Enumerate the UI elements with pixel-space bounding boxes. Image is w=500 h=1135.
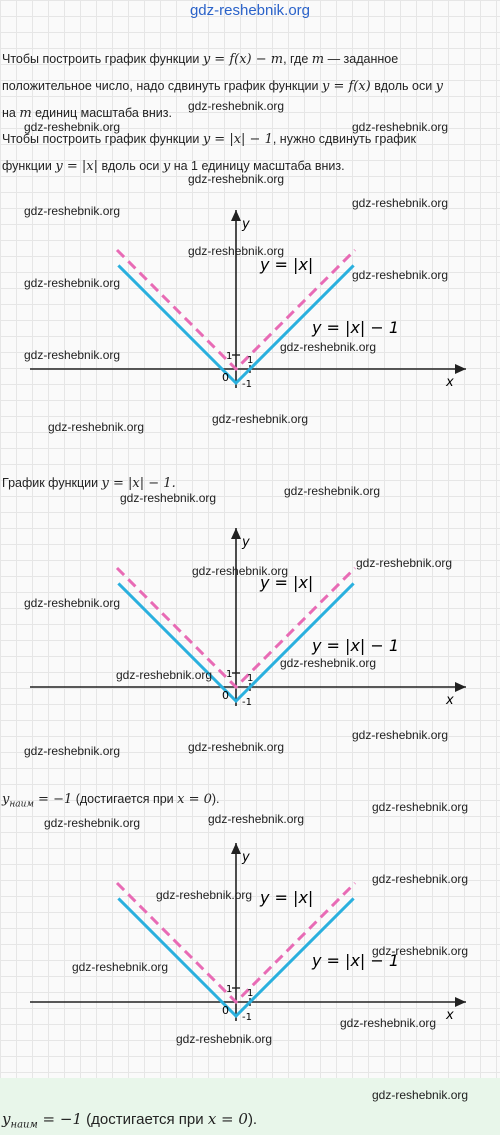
- watermark: gdz-reshebnik.org: [280, 340, 377, 354]
- y-axis-label: y: [241, 535, 250, 550]
- neg-tick-label: -1: [242, 1012, 252, 1023]
- origin-label: 0: [222, 689, 229, 702]
- watermark: gdz-reshebnik.org: [208, 812, 305, 826]
- graph-caption: График функции y = |x| − 1.: [2, 476, 176, 491]
- watermark: gdz-reshebnik.org: [188, 244, 285, 258]
- watermark: gdz-reshebnik.org: [372, 872, 469, 886]
- watermark: gdz-reshebnik.org: [188, 740, 285, 754]
- watermark: gdz-reshebnik.org: [212, 412, 309, 426]
- label-abs: y = |x|: [259, 888, 313, 907]
- watermark: gdz-reshebnik.org: [352, 728, 449, 742]
- watermark: gdz-reshebnik.org: [120, 491, 217, 505]
- watermark: gdz-reshebnik.org: [24, 120, 121, 134]
- watermark: gdz-reshebnik.org: [24, 276, 121, 290]
- y-tick-label: 1: [226, 984, 232, 995]
- y-tick-label: 1: [226, 669, 232, 680]
- y-axis-label: y: [241, 850, 250, 865]
- neg-tick-label: -1: [242, 697, 252, 708]
- line-abs-x: [115, 566, 357, 690]
- paragraph-intro: Чтобы построить график функции y = f(x) …: [2, 52, 444, 121]
- watermark: gdz-reshebnik.org: [44, 816, 141, 830]
- watermark: gdz-reshebnik.org: [372, 944, 469, 958]
- graph-3: y x 0 1 1 -1 y = |x| y = |x| − 1: [30, 843, 466, 1023]
- x-tick-label: 1: [247, 355, 253, 366]
- watermark: gdz-reshebnik.org: [372, 800, 469, 814]
- label-abs: y = |x|: [259, 573, 313, 592]
- watermark: gdz-reshebnik.org: [176, 1032, 273, 1046]
- watermark: gdz-reshebnik.org: [356, 556, 453, 570]
- y-axis-arrow: [231, 210, 241, 221]
- watermark: gdz-reshebnik.org: [352, 268, 449, 282]
- y-axis-label: y: [241, 217, 250, 232]
- y-axis-arrow: [231, 528, 241, 539]
- watermark: gdz-reshebnik.org: [72, 960, 169, 974]
- y-axis-arrow: [231, 843, 241, 854]
- line-abs-x-minus-1: [117, 264, 355, 386]
- label-shifted: y = |x| − 1: [311, 636, 399, 655]
- answer-band: [0, 1078, 500, 1135]
- x-axis-arrow: [455, 364, 466, 374]
- watermark: gdz-reshebnik.org: [280, 656, 377, 670]
- watermark: gdz-reshebnik.org: [188, 172, 285, 186]
- graph-1: y x 0 1 1 -1 y = |x| y = |x| − 1: [30, 210, 466, 390]
- label-shifted: y = |x| − 1: [311, 318, 399, 337]
- watermark: gdz-reshebnik.org: [192, 564, 289, 578]
- label-shifted: y = |x| − 1: [311, 951, 399, 970]
- answer-line: yнаим = −1 (достигается при x = 0).: [2, 1110, 258, 1131]
- origin-label: 0: [222, 371, 229, 384]
- watermark: gdz-reshebnik.org: [24, 596, 121, 610]
- graph-2: y x 0 1 1 -1 y = |x| y = |x| − 1: [30, 528, 466, 708]
- origin-label: 0: [222, 1004, 229, 1017]
- x-axis-arrow: [455, 997, 466, 1007]
- watermark: gdz-reshebnik.org: [156, 888, 253, 902]
- watermark: gdz-reshebnik.org: [24, 744, 121, 758]
- x-axis-label: x: [445, 1008, 454, 1023]
- line-abs-x: [115, 881, 357, 1005]
- watermark: gdz-reshebnik.org: [48, 420, 145, 434]
- label-abs: y = |x|: [259, 255, 313, 274]
- watermark: gdz-reshebnik.org: [372, 1088, 469, 1102]
- y-tick-label: 1: [226, 351, 232, 362]
- watermark: gdz-reshebnik.org: [352, 196, 449, 210]
- x-tick-label: 1: [247, 673, 253, 684]
- x-axis-arrow: [455, 682, 466, 692]
- watermark: gdz-reshebnik.org: [352, 120, 449, 134]
- x-axis-label: x: [445, 375, 454, 390]
- line-abs-x-minus-1: [117, 897, 355, 1019]
- watermark: gdz-reshebnik.org: [188, 99, 285, 113]
- x-axis-label: x: [445, 693, 454, 708]
- neg-tick-label: -1: [242, 379, 252, 390]
- line-abs-x: [115, 248, 357, 372]
- paragraph-method: Чтобы построить график функции y = |x| −…: [2, 132, 417, 174]
- watermark: gdz-reshebnik.org: [24, 204, 121, 218]
- min-value-line: yнаим = −1 (достигается при x = 0).: [2, 792, 220, 810]
- line-abs-x-minus-1: [117, 582, 355, 704]
- watermark: gdz-reshebnik.org: [340, 1016, 437, 1030]
- x-tick-label: 1: [247, 988, 253, 999]
- watermark: gdz-reshebnik.org: [116, 668, 213, 682]
- site-header[interactable]: gdz-reshebnik.org: [189, 2, 311, 19]
- watermark: gdz-reshebnik.org: [284, 484, 381, 498]
- watermark: gdz-reshebnik.org: [24, 348, 121, 362]
